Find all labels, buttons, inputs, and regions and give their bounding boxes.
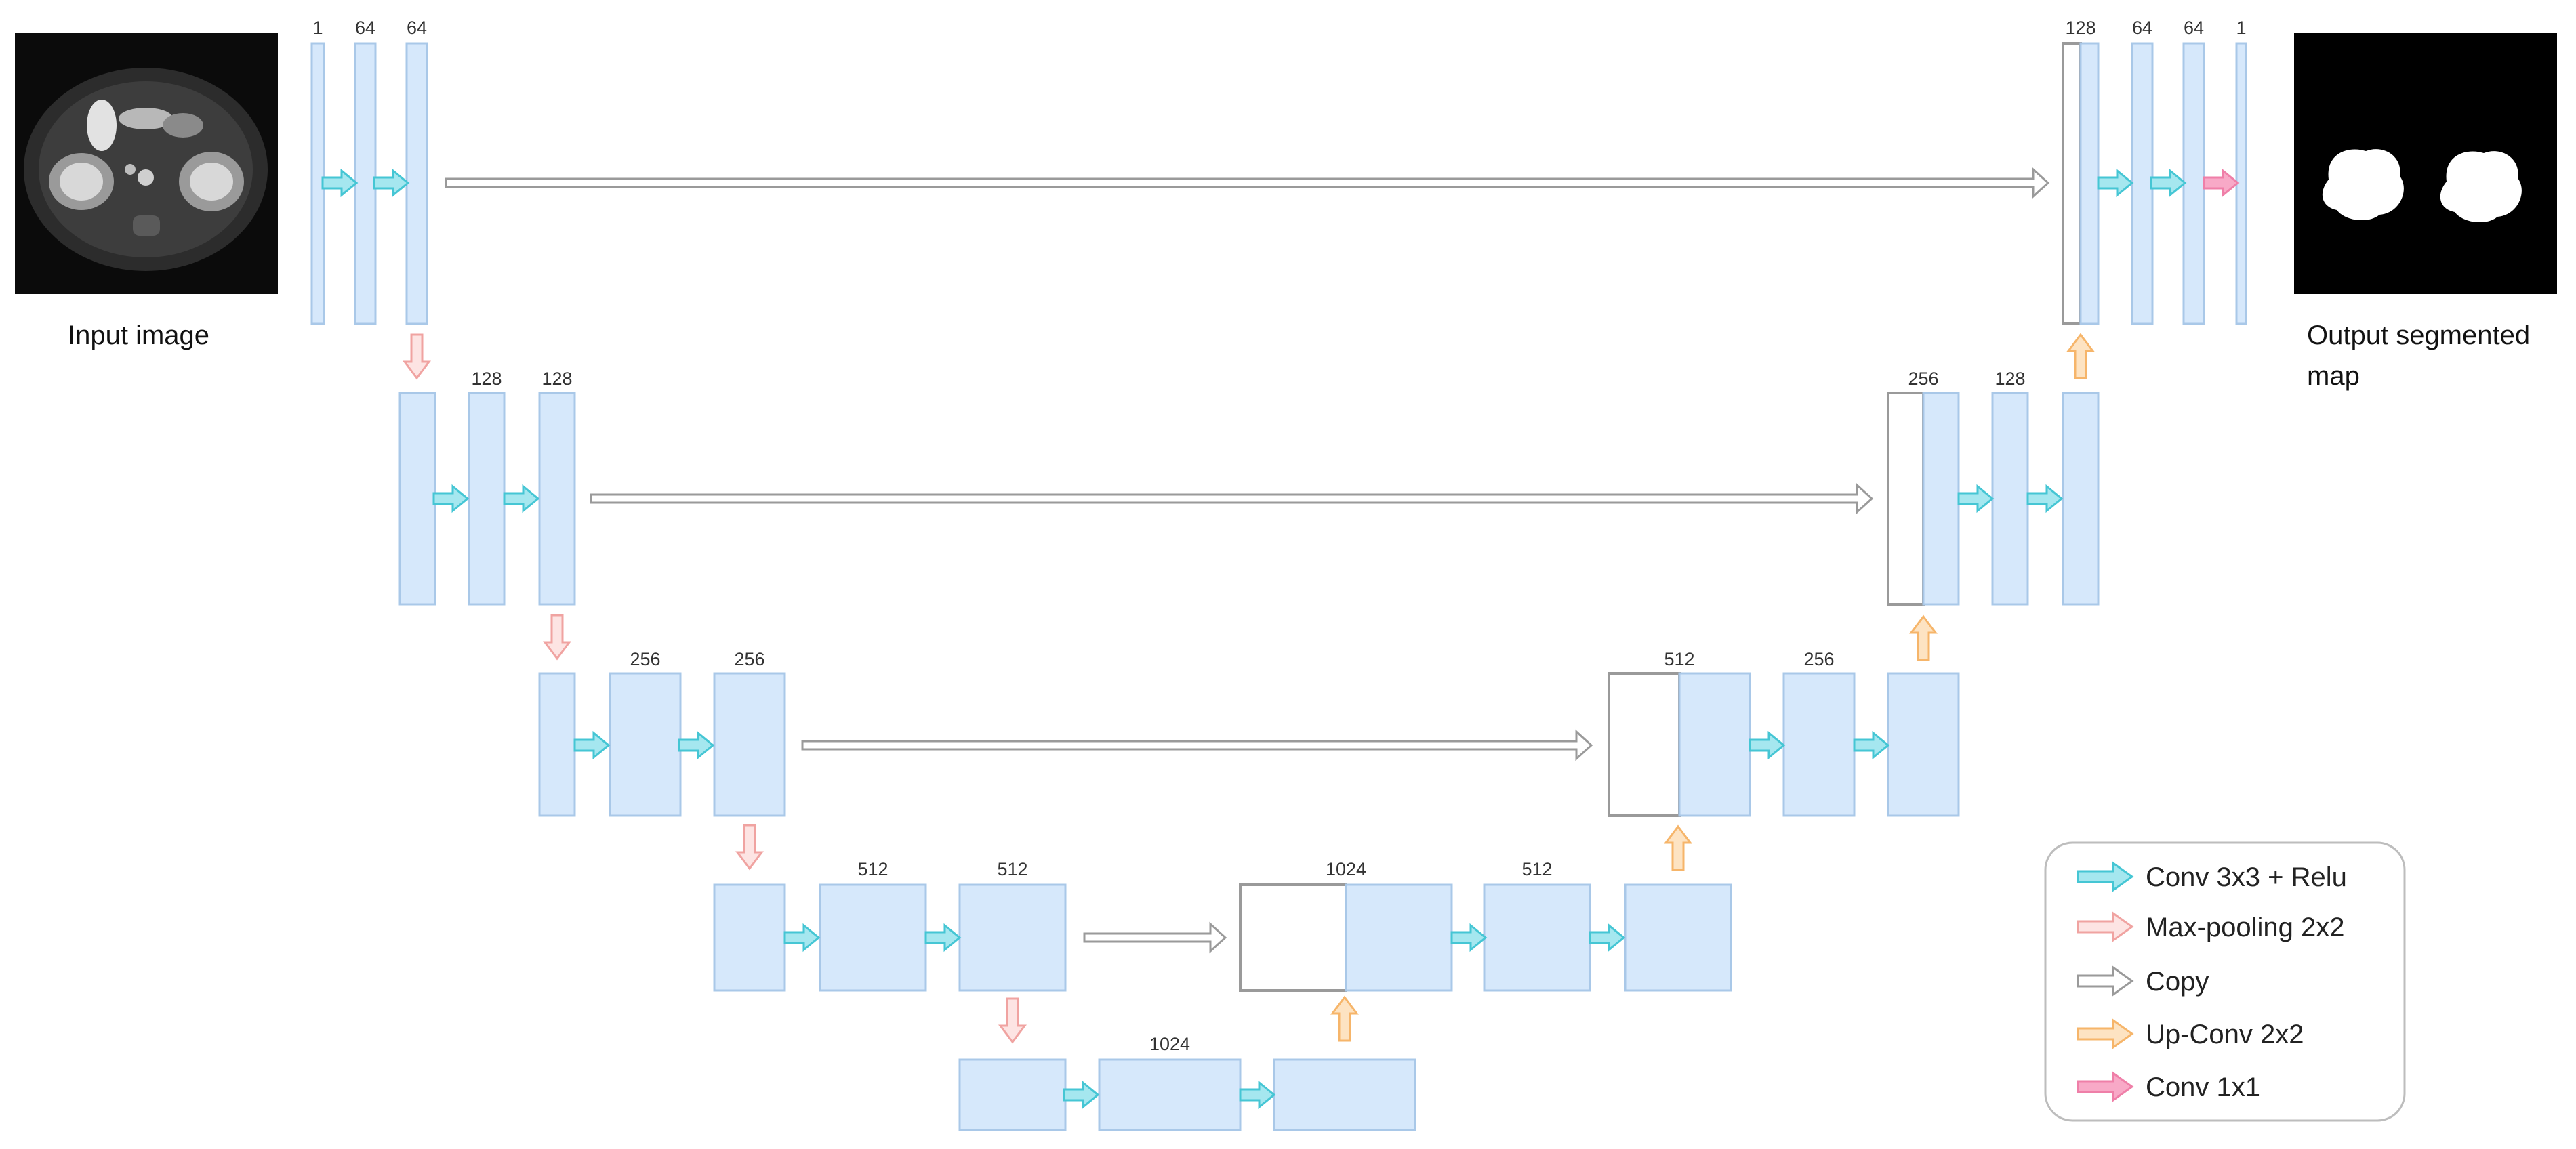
conv-arrow-u4-2 (1589, 924, 1625, 951)
feature-map-l4-b (958, 883, 1067, 992)
feature-map-l2-b (538, 392, 576, 606)
feature-map-l3-b (713, 672, 786, 817)
upsampled-map-u2 (1922, 392, 1960, 606)
label-l5: 1024 (1149, 1034, 1190, 1054)
legend-label-conv1x1: Conv 1x1 (2146, 1072, 2260, 1102)
pool-arrow-l3 (736, 824, 763, 870)
feature-map-u2-a (1991, 392, 2029, 606)
feature-map-u1-a (2131, 42, 2154, 325)
label-l3-a: 256 (630, 649, 660, 669)
feature-map-u2-b (2062, 392, 2100, 606)
label-u2-out: 128 (1995, 369, 2025, 389)
legend-maxpool-icon (2077, 911, 2134, 942)
feature-map-l5-b (1273, 1058, 1416, 1131)
copy-arrow-l1 (445, 167, 2050, 199)
legend-label-copy: Copy (2146, 967, 2209, 997)
label-l4-a: 512 (857, 859, 888, 879)
conv-arrow-l3-1 (573, 732, 610, 759)
label-u1-b: 64 (2184, 18, 2204, 38)
legend-copy-icon (2077, 965, 2134, 997)
label-u2-concat: 256 (1908, 369, 1938, 389)
copied-map-u2 (1887, 392, 1925, 606)
legend-label-conv: Conv 3x3 + Relu (2146, 862, 2347, 892)
feature-map-l1-b (405, 42, 428, 325)
conv-arrow-l5-2 (1239, 1081, 1275, 1108)
legend-label-maxpool: Max-pooling 2x2 (2146, 913, 2345, 942)
label-u3-concat: 512 (1664, 649, 1694, 669)
label-u3-out: 256 (1803, 649, 1834, 669)
label-l2-b: 128 (541, 369, 572, 389)
conv-arrow-l5-1 (1063, 1081, 1099, 1108)
feature-map-l3-in (538, 672, 576, 817)
feature-map-l5-a (1098, 1058, 1242, 1131)
conv-arrow-l2-2 (503, 485, 539, 512)
conv-arrow-u2-2 (2026, 485, 2063, 512)
feature-map-l2-in (398, 392, 436, 606)
conv-arrow-l4-1 (783, 924, 820, 951)
copy-arrow-l2 (590, 482, 1874, 515)
upconv-arrow-u4 (1664, 825, 1692, 871)
input-image (15, 33, 278, 294)
label-l2-a: 128 (471, 369, 502, 389)
label-l4-b: 512 (997, 859, 1027, 879)
conv-arrow-u3-2 (1853, 732, 1889, 759)
label-u1-concat: 128 (2065, 18, 2095, 38)
input-image-caption: Input image (68, 320, 209, 350)
conv-arrow-u3-1 (1749, 732, 1785, 759)
label-u1-out: 1 (2236, 18, 2246, 38)
upconv-arrow-u2 (2067, 333, 2094, 379)
label-u4-concat: 1024 (1326, 859, 1366, 879)
label-l1-input: 1 (312, 18, 323, 38)
conv-arrow-u4-1 (1450, 924, 1487, 951)
legend-upconv-icon (2077, 1018, 2134, 1049)
feature-map-u4-b (1624, 883, 1732, 992)
conv-arrow-u1-1 (2097, 169, 2133, 196)
legend: Conv 3x3 + Relu Max-pooling 2x2 Copy Up-… (2044, 841, 2406, 1122)
copied-map-u3 (1608, 672, 1681, 817)
conv1x1-arrow (2203, 169, 2239, 196)
feature-map-l3-a (609, 672, 682, 817)
feature-map-l4-in (713, 883, 786, 992)
label-l1-b: 64 (407, 18, 427, 38)
output-segmented-map (2294, 33, 2557, 294)
conv-arrow-l4-2 (924, 924, 961, 951)
copied-map-u4 (1239, 883, 1347, 992)
feature-map-u3-b (1887, 672, 1960, 817)
upsampled-map-u3 (1678, 672, 1751, 817)
label-u4-out: 512 (1521, 859, 1552, 879)
upsampled-map-u4 (1345, 883, 1453, 992)
legend-conv1x1-icon (2077, 1071, 2134, 1102)
feature-map-u1-b (2182, 42, 2205, 325)
conv-arrow-u2-1 (1957, 485, 1994, 512)
feature-map-l1-a (354, 42, 377, 325)
conv-arrow-l3-2 (678, 732, 714, 759)
upconv-arrow-u3 (1910, 615, 1937, 661)
feature-map-l2-a (468, 392, 506, 606)
legend-label-upconv: Up-Conv 2x2 (2146, 1020, 2304, 1049)
feature-map-l4-a (819, 883, 927, 992)
copy-arrow-l3 (801, 729, 1593, 761)
copied-map-u1 (2062, 42, 2082, 325)
feature-map-u3-a (1782, 672, 1856, 817)
output-caption-line2: map (2307, 361, 2360, 391)
pool-arrow-l4 (999, 997, 1026, 1043)
label-l3-b: 256 (734, 649, 764, 669)
output-caption-line1: Output segmented (2307, 320, 2530, 350)
copy-arrow-l4 (1083, 921, 1227, 954)
upconv-arrow-l5 (1331, 996, 1358, 1042)
conv-arrow-l2-1 (432, 485, 469, 512)
conv-arrow-u1-2 (2150, 169, 2186, 196)
conv-arrow-l1-1 (321, 169, 358, 196)
pool-arrow-l2 (544, 614, 571, 660)
upsampled-map-u1 (2079, 42, 2100, 325)
conv-arrow-l1-2 (373, 169, 409, 196)
label-u1-a: 64 (2132, 18, 2152, 38)
legend-conv-icon (2077, 861, 2134, 892)
feature-map-l5-in (958, 1058, 1067, 1131)
label-l1-a: 64 (355, 18, 375, 38)
feature-map-u4-a (1483, 883, 1591, 992)
pool-arrow-l1 (403, 333, 430, 379)
